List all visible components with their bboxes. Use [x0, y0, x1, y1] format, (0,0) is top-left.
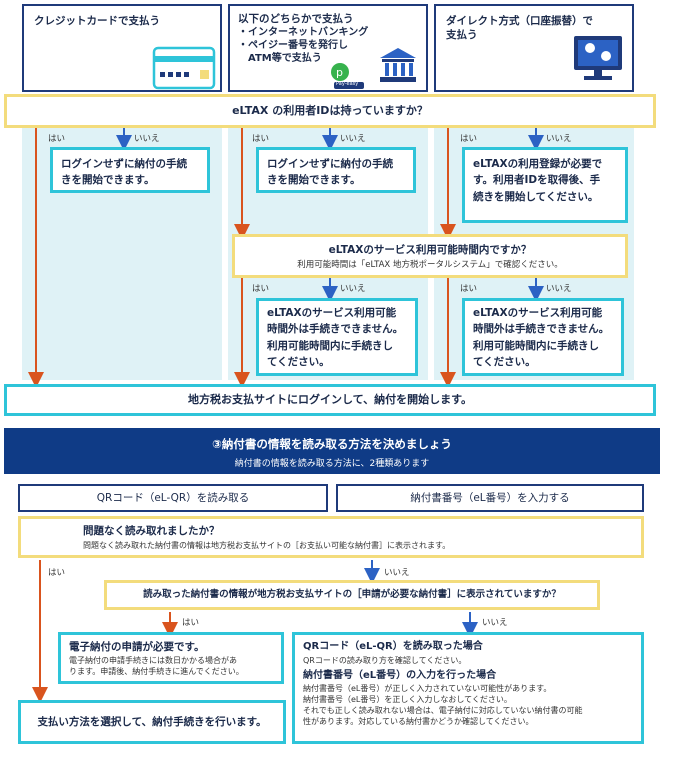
section-header: ③納付書の情報を読み取る方法を決めましょう 納付書の情報を読み取る方法に、2種類…: [4, 428, 660, 474]
section-subtitle: 納付書の情報を読み取る方法に、2種類あります: [234, 459, 430, 469]
outside-hours-box-1: eLTAXのサービス利用可能 時間外は手続きできません。 利用可能時間内に手続き…: [256, 298, 418, 376]
svg-text:p: p: [336, 66, 343, 79]
question-service-hours-text: eLTAXのサービス利用可能時間内ですか？: [328, 243, 532, 256]
pay-easy-title: 以下のどちらかで支払う: [238, 13, 354, 25]
label-yes-1: はい: [48, 134, 66, 144]
login-free-2-l1: ログインせずに納付の手続: [267, 158, 393, 170]
label-yes-6: はい: [48, 568, 66, 578]
outside-2-l2: 時間外は手続きできません。: [473, 323, 610, 336]
number-case-title: 納付書番号（eL番号）の入力を行った場合: [303, 669, 497, 681]
question-application-needed: 読み取った納付書の情報が地方税お支払サイトの［申請が必要な納付書］に表示されてい…: [104, 580, 600, 610]
select-payment-text: 支払い方法を選択して、納付手続きを行います。: [37, 715, 267, 728]
label-no-3: いいえ: [546, 134, 572, 144]
pay-easy-item-3: ATM等で支払う: [238, 53, 322, 64]
outside-2-l4: てください。: [473, 355, 536, 368]
question-service-hours-sub: 利用可能時間は「eLTAX 地方税ポータルシステム」で確認ください。: [297, 260, 563, 271]
label-yes-3: はい: [460, 134, 478, 144]
apply-required-l2: ります。申請後、納付手続きに進んでください。: [69, 667, 244, 677]
number-case-l4: 性があります。対応している納付書かどうか確認してください。: [303, 717, 534, 726]
label-no-7: いいえ: [482, 618, 508, 628]
login-free-2-l2: きを開始できます。: [267, 174, 361, 187]
method-qr-text: QRコード（eL-QR）を読み取る: [96, 491, 250, 504]
apply-required-l1: 電子納付の申請手続きには数日かかる場合があ: [69, 656, 237, 666]
direct-debit-box: ダイレクト方式（口座振替）で 支払う: [434, 4, 634, 92]
pay-easy-logo: p: [331, 63, 364, 89]
troubleshoot-box: QRコード（eL-QR）を読み取った場合 QRコードの読み取り方を確認してくださ…: [292, 632, 644, 744]
apply-required-box: 電子納付の申請が必要です。 電子納付の申請手続きには数日かかる場合があ ります。…: [58, 632, 284, 684]
label-no-6: いいえ: [384, 568, 410, 578]
section-title: ③納付書の情報を読み取る方法を決めましょう: [212, 437, 452, 451]
qr-case-l1: QRコードの読み取り方を確認してください。: [303, 655, 467, 665]
credit-card-icon: [152, 46, 216, 90]
label-no-1: いいえ: [134, 134, 160, 144]
direct-debit-title-1: ダイレクト方式（口座振替）で: [446, 15, 593, 27]
pay-easy-item-2: ・ペイジー番号を発行し: [238, 40, 348, 51]
register-l1: eLTAXの利用登録が必要で: [473, 158, 603, 170]
label-yes-7: はい: [182, 618, 200, 628]
number-case-l2: 納付書番号（eL番号）を正しく入力しなおしてください。: [303, 695, 512, 704]
number-case-l1: 納付書番号（eL番号）が正しく入力されていない可能性があります。: [303, 684, 552, 693]
question-service-hours: eLTAXのサービス利用可能時間内ですか？ 利用可能時間は「eLTAX 地方税ポ…: [232, 234, 628, 278]
pay-easy-item-1: ・インターネットバンキング: [238, 27, 369, 38]
login-start-text: 地方税お支払サイトにログインして、納付を開始します。: [187, 393, 473, 407]
label-yes-5: はい: [460, 284, 478, 294]
label-no-4: いいえ: [340, 284, 366, 294]
question-read-ok-text: 問題なく読み取れましたか？: [83, 525, 220, 538]
select-payment-box: 支払い方法を選択して、納付手続きを行います。: [18, 700, 286, 744]
register-l2: す。利用者IDを取得後、手: [473, 174, 601, 187]
login-free-box-2: ログインせずに納付の手続 きを開始できます。: [256, 147, 416, 193]
number-case-l3: それでも正しく読み取れない場合は、電子納付に対応していない納付書の可能: [303, 706, 583, 715]
label-yes-2: はい: [252, 134, 270, 144]
outside-1-l4: てください。: [267, 355, 330, 368]
qr-case-title: QRコード（eL-QR）を読み取った場合: [303, 641, 483, 652]
outside-1-l2: 時間外は手続きできません。: [267, 323, 404, 336]
question-read-ok: 問題なく読み取れましたか？ 問題なく読み取れた納付書の情報は地方税お支払サイトの…: [18, 516, 644, 558]
login-free-1-l1: ログインせずに納付の手続: [61, 158, 187, 170]
label-yes-4: はい: [252, 284, 270, 294]
login-free-box-1: ログインせずに納付の手続 きを開始できます。: [50, 147, 210, 193]
bank-icon: [380, 48, 416, 82]
outside-hours-box-2: eLTAXのサービス利用可能 時間外は手続きできません。 利用可能時間内に手続き…: [462, 298, 624, 376]
outside-2-l1: eLTAXのサービス利用可能: [473, 307, 603, 319]
pay-easy-box: 以下のどちらかで支払う ・インターネットバンキング ・ペイジー番号を発行し AT…: [228, 4, 428, 92]
register-box: eLTAXの利用登録が必要で す。利用者IDを取得後、手 続きを開始してください…: [462, 147, 628, 223]
credit-card-box: クレジットカードで支払う: [22, 4, 222, 92]
register-l3: 続きを開始してください。: [473, 190, 599, 203]
question-user-id: eLTAX の利用者IDは持っていますか？: [4, 94, 656, 128]
question-user-id-text: eLTAX の利用者IDは持っていますか？: [232, 104, 428, 118]
label-no-2: いいえ: [340, 134, 366, 144]
computer-icon: [574, 36, 622, 80]
outside-2-l3: 利用可能時間内に手続きし: [473, 339, 599, 352]
apply-required-title: 電子納付の申請が必要です。: [69, 641, 205, 653]
outside-1-l1: eLTAXのサービス利用可能: [267, 307, 397, 319]
outside-1-l3: 利用可能時間内に手続きし: [267, 339, 393, 352]
pay-easy-logo-text: Pay-easy: [336, 81, 359, 87]
direct-debit-title-2: 支払う: [446, 29, 478, 41]
login-start-box: 地方税お支払サイトにログインして、納付を開始します。: [4, 384, 656, 416]
method-qr-box: QRコード（eL-QR）を読み取る: [18, 484, 328, 512]
credit-card-title: クレジットカードで支払う: [34, 15, 160, 27]
label-no-5: いいえ: [546, 284, 572, 294]
login-free-1-l2: きを開始できます。: [61, 174, 155, 187]
method-number-box: 納付書番号（eL番号）を入力する: [336, 484, 644, 512]
question-application-needed-text: 読み取った納付書の情報が地方税お支払サイトの［申請が必要な納付書］に表示されてい…: [143, 588, 561, 600]
method-number-text: 納付書番号（eL番号）を入力する: [410, 491, 570, 504]
question-read-ok-sub: 問題なく読み取れた納付書の情報は地方税お支払サイトの［お支払い可能な納付書］に表…: [83, 540, 451, 550]
